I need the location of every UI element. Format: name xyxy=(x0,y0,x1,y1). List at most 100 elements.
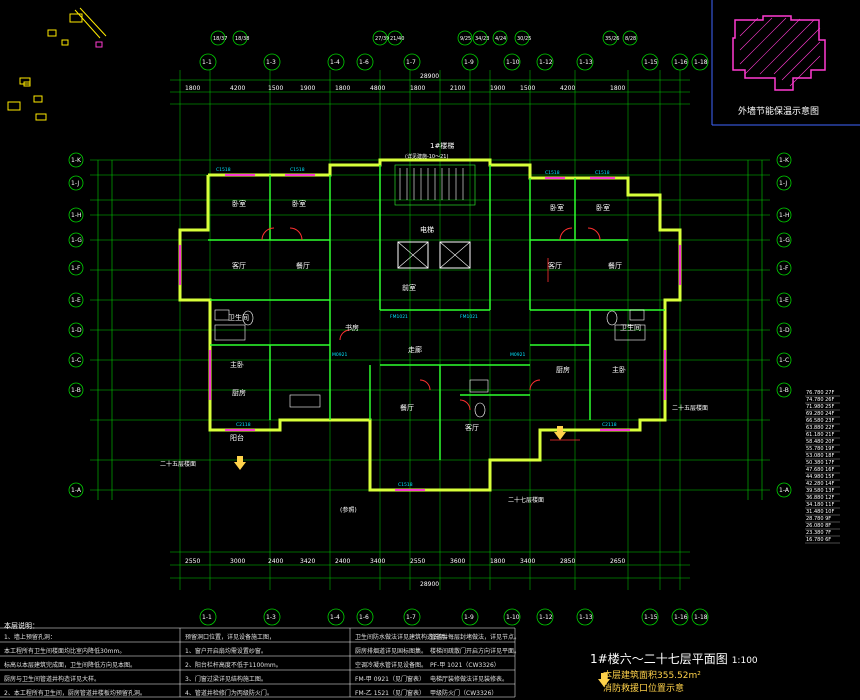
axis-label-top: 1-10 xyxy=(506,59,520,66)
axis-bubble-right xyxy=(776,175,792,191)
dimension-lines xyxy=(97,79,763,579)
axis-bubble-top xyxy=(691,53,709,71)
elevation-entry: 50.380 17F xyxy=(806,460,834,466)
axis-label-right: 1-K xyxy=(779,157,790,164)
axis-bubble-ref xyxy=(387,30,403,46)
axis-label-bottom: 1-15 xyxy=(644,614,658,621)
axis-bubble-bottom xyxy=(263,608,281,626)
elevation-entry: 69.280 24F xyxy=(806,411,834,417)
elevation-entry: 66.580 23F xyxy=(806,418,834,424)
floor-note-south: 二十七层楼面 xyxy=(508,496,544,504)
note-line: 厨房排烟道详见国标图集。 xyxy=(355,648,428,655)
axis-label-top: 1-16 xyxy=(674,59,688,66)
plan-title-text: 1#楼六～二十七层平面图 xyxy=(590,652,728,666)
axis-bubble-ref xyxy=(514,30,530,46)
axis-label-left: 1-K xyxy=(71,157,82,164)
axis-bubble-ref xyxy=(602,30,618,46)
dim-top-part: 1500 xyxy=(520,85,535,92)
axis-bubble-top xyxy=(503,53,521,71)
dim-top-part: 1800 xyxy=(610,85,625,92)
notes-heading: 本层说明： xyxy=(4,622,39,630)
note-line: 厨房与卫生间管道井构造详见大样。 xyxy=(4,676,101,683)
elevation-entry: 31.480 10F xyxy=(806,509,834,515)
notes-table xyxy=(0,627,516,698)
elevation-entry: 34.180 11F xyxy=(806,502,834,508)
axis-label-top: 1-12 xyxy=(539,59,553,66)
room-label-living-w: 客厅 xyxy=(232,261,246,270)
axis-label-left: 1-E xyxy=(71,297,81,304)
axis-bubble-bottom xyxy=(356,608,374,626)
svg-text:FM1021: FM1021 xyxy=(460,314,478,320)
axis-bubble-ref xyxy=(372,30,388,46)
note-line: PF-甲 1021（CW3326） xyxy=(430,662,500,669)
room-label-living-e: 客厅 xyxy=(548,261,562,270)
note-line: 空调冷凝水管详见设备图。 xyxy=(355,662,428,669)
room-label-hall: 前室 xyxy=(402,283,416,292)
axis-bubble-left xyxy=(68,175,84,191)
axis-bubble-bottom xyxy=(691,608,709,626)
elevation-entry: 44.980 15F xyxy=(806,474,834,480)
windows xyxy=(179,174,681,491)
axis-bubble-left xyxy=(68,322,84,338)
svg-text:C1518: C1518 xyxy=(290,167,305,173)
axis-label-right: 1-A xyxy=(779,487,790,494)
axis-ref-label: 18/38 xyxy=(235,36,249,42)
axis-bubble-bottom xyxy=(327,608,345,626)
axis-bubble-bottom xyxy=(576,608,594,626)
elevator-shafts xyxy=(397,241,471,269)
axis-bubble-ref xyxy=(622,30,638,46)
note-line: 甲级防火门（CW3326） xyxy=(430,690,498,697)
dim-top-total: 28900 xyxy=(420,73,439,80)
room-label-corridor: 走廊 xyxy=(408,345,422,354)
axis-label-bottom: 1-4 xyxy=(330,614,340,621)
axis-bubble-ref xyxy=(232,30,248,46)
note-line: 管道井每层封堵做法，详见节点。 xyxy=(430,634,521,641)
dim-bottom-part: 3420 xyxy=(300,558,315,565)
axis-ref-label: 18/37 xyxy=(213,36,227,42)
axis-label-left: 1-F xyxy=(71,265,81,272)
axis-label-left: 1-C xyxy=(71,357,81,364)
dim-bottom-part: 2550 xyxy=(185,558,200,565)
axis-bubble-top xyxy=(403,53,421,71)
axis-bubble-ref xyxy=(210,30,226,46)
fire-rescue-markers xyxy=(234,426,610,687)
axis-label-right: 1-F xyxy=(779,265,789,272)
axis-label-right: 1-B xyxy=(779,387,789,394)
dim-bottom-part: 2400 xyxy=(268,558,283,565)
axis-bubble-right xyxy=(776,207,792,223)
axis-bubble-bottom xyxy=(641,608,659,626)
axis-label-bottom: 1-9 xyxy=(464,614,474,621)
note-line: 本工程所有卫生间楼面均比室内降低30mm。 xyxy=(4,648,126,655)
axis-bubble-top xyxy=(199,53,217,71)
area-note: 本层建筑面积355.52m² xyxy=(603,671,701,681)
axis-label-right: 1-J xyxy=(779,180,787,187)
note-line: 电梯厅装修做法详见装修表。 xyxy=(430,676,509,683)
note-line: 楼梯间疏散门开启方向详见平面。 xyxy=(430,648,521,655)
dim-bottom-part: 3000 xyxy=(230,558,245,565)
axis-label-right: 1-C xyxy=(779,357,789,364)
dim-top-part: 1900 xyxy=(300,85,315,92)
dim-top-part: 2100 xyxy=(450,85,465,92)
axis-bubble-right xyxy=(776,322,792,338)
room-label-bed-ne2: 卧室 xyxy=(596,203,610,212)
elevation-entry: 23.380 7F xyxy=(806,530,831,536)
axis-bubble-right xyxy=(776,352,792,368)
dim-top-part: 4800 xyxy=(370,85,385,92)
axis-label-top: 1-9 xyxy=(464,59,474,66)
axis-bubble-top xyxy=(461,53,479,71)
axis-label-left: 1-J xyxy=(71,180,79,187)
note-line: FM-甲 0921（见门窗表） xyxy=(355,676,425,683)
axis-ref-label: 21/40 xyxy=(390,36,404,42)
axis-label-bottom: 1-3 xyxy=(266,614,276,621)
bathroom-fixtures xyxy=(214,309,646,418)
axis-grid xyxy=(90,70,770,590)
axis-label-top: 1-1 xyxy=(202,59,212,66)
note-line: 标高以本层建筑完成面，卫生间降低方向见本图。 xyxy=(4,662,137,669)
room-label-bath-e: 卫生间 xyxy=(620,323,641,332)
axis-label-left: 1-B xyxy=(71,387,81,394)
dim-bottom-part: 3400 xyxy=(370,558,385,565)
svg-text:FM1021: FM1021 xyxy=(390,314,408,320)
